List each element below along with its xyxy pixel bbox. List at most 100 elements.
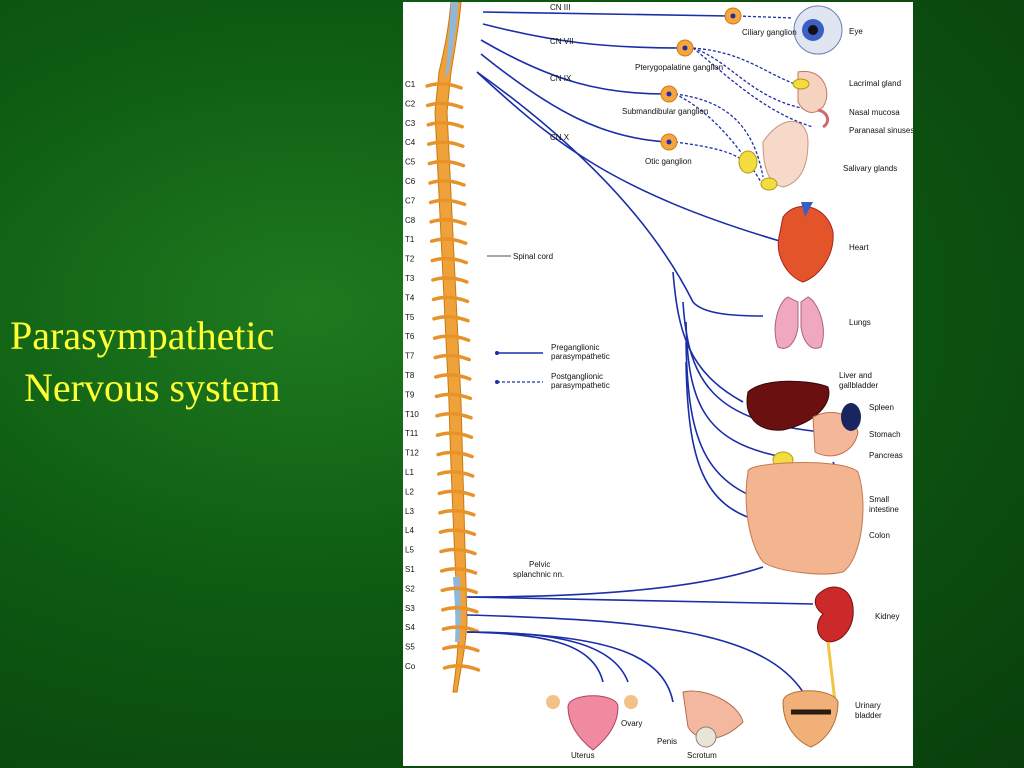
- label-eye: Eye: [849, 27, 863, 36]
- nerve-root: [435, 431, 474, 439]
- nerve-root: [425, 82, 463, 90]
- vertebra-label: C5: [405, 158, 416, 167]
- label-ovary: Ovary: [621, 719, 642, 728]
- nerve-root: [427, 140, 465, 148]
- vertebra-label: C3: [405, 119, 416, 128]
- label-intestine-1: Small: [869, 495, 889, 504]
- vertebra-label: L3: [405, 507, 414, 516]
- nerve-root: [431, 276, 469, 284]
- label-pancreas: Pancreas: [869, 451, 903, 460]
- nerve-root: [429, 217, 467, 226]
- pelvic-uterus: [466, 631, 604, 683]
- label-bladder-1: Urinary: [855, 701, 881, 710]
- title-line-1: Parasympathetic: [10, 313, 275, 358]
- vertebra-label: Co: [405, 662, 416, 671]
- intestine-organ: [745, 462, 864, 575]
- nerve-root: [432, 334, 471, 342]
- legend-post-1: Postganglionic: [551, 372, 603, 381]
- vertebra-label: S1: [405, 565, 415, 574]
- legend-post-2: parasympathetic: [551, 381, 610, 390]
- pelvic-kidney: [466, 596, 814, 605]
- vertebra-label: C1: [405, 80, 416, 89]
- vertebra-label: T11: [405, 429, 419, 438]
- pelvic-penis: [466, 631, 674, 703]
- vertebra-label: T1: [405, 235, 415, 244]
- vertebra-label: T2: [405, 255, 415, 264]
- vertebra-label: C4: [405, 138, 416, 147]
- vagus-liver: [672, 271, 744, 403]
- face-organ: [738, 70, 830, 191]
- label-ciliary: Ciliary ganglion: [742, 28, 797, 37]
- title-line-2: Nervous system: [24, 365, 281, 410]
- brainstem: [445, 2, 458, 80]
- nerve-root: [429, 237, 468, 245]
- vertebra-label: T3: [405, 274, 415, 283]
- vertebra-label: C6: [405, 177, 416, 186]
- vagus-heart: [476, 71, 784, 243]
- slide-title: Parasympathetic Nervous system: [10, 310, 370, 414]
- label-spinal-cord: Spinal cord: [513, 252, 553, 261]
- preganglionic-fibers: [466, 11, 849, 703]
- nerve-root: [436, 470, 475, 478]
- nerve-root: [441, 625, 480, 633]
- label-scrotum: Scrotum: [687, 751, 717, 760]
- cn10-otic-fiber: [480, 53, 668, 143]
- label-pterygopalatine: Pterygopalatine ganglion: [635, 63, 723, 72]
- label-colon: Colon: [869, 531, 890, 540]
- organs: [546, 5, 864, 751]
- nerve-root: [430, 256, 469, 265]
- nerve-root: [427, 159, 466, 168]
- nerve-root: [438, 528, 477, 536]
- label-submandibular: Submandibular ganglion: [622, 107, 708, 116]
- vertebra-label: L1: [405, 468, 414, 477]
- label-liver-1: Liver and: [839, 371, 872, 380]
- label-cn3: CN III: [550, 3, 570, 12]
- postganglionic-fibers: [674, 15, 814, 183]
- vertebra-label: S2: [405, 584, 415, 593]
- vertebra-label: T9: [405, 390, 415, 399]
- nerve-root: [433, 353, 471, 362]
- legend-pre-1: Preganglionic: [551, 343, 599, 352]
- label-otic: Otic ganglion: [645, 157, 692, 166]
- nerve-root: [435, 411, 473, 420]
- vertebra-label: T5: [405, 313, 415, 322]
- nerve-root: [438, 508, 476, 517]
- label-penis: Penis: [657, 737, 677, 746]
- male-organ: [682, 690, 744, 748]
- bladder-organ: [782, 690, 839, 748]
- nerve-root: [442, 664, 481, 672]
- nerve-root: [425, 101, 464, 110]
- vertebra-label: T8: [405, 371, 415, 380]
- label-paranasal: Paranasal sinuses: [849, 126, 913, 135]
- label-spleen: Spleen: [869, 403, 894, 412]
- nerve-root: [431, 295, 470, 304]
- nerve-root: [434, 392, 473, 401]
- vertebra-label: S4: [405, 623, 415, 632]
- vertebral-column: [434, 2, 468, 693]
- eye-organ: [793, 5, 843, 55]
- label-lungs: Lungs: [849, 318, 871, 327]
- uterus-organ: [546, 695, 638, 751]
- cn7-fiber: [482, 23, 684, 49]
- lungs-organ: [774, 296, 824, 349]
- vertebra-label: T4: [405, 293, 415, 302]
- label-salivary: Salivary glands: [843, 164, 897, 173]
- label-pelvic-1: Pelvic: [529, 560, 550, 569]
- vertebra-label: T10: [405, 410, 419, 419]
- cn9-fiber: [480, 39, 666, 95]
- vertebra-label: T12: [405, 449, 419, 458]
- nerve-root: [432, 314, 470, 323]
- legend-pre-2: parasympathetic: [551, 352, 610, 361]
- label-cn10: CN X: [550, 133, 570, 142]
- nerve-root: [441, 605, 479, 614]
- nerve-root: [440, 586, 478, 595]
- vertebra-label: C2: [405, 99, 416, 108]
- liver-organ: [746, 380, 830, 431]
- vagus-lungs: [476, 71, 764, 317]
- label-lacrimal: Lacrimal gland: [849, 79, 901, 88]
- vagus-pancreas: [685, 321, 784, 458]
- kidney-organ: [814, 586, 854, 703]
- cn3-fiber: [482, 11, 729, 17]
- vertebra-labels: C1C2C3C4C5C6C7C8T1T2T3T4T5T6T7T8T9T10T11…: [405, 80, 419, 671]
- diagram-labels: CN III CN VII CN IX CN X Ciliary ganglio…: [487, 3, 913, 760]
